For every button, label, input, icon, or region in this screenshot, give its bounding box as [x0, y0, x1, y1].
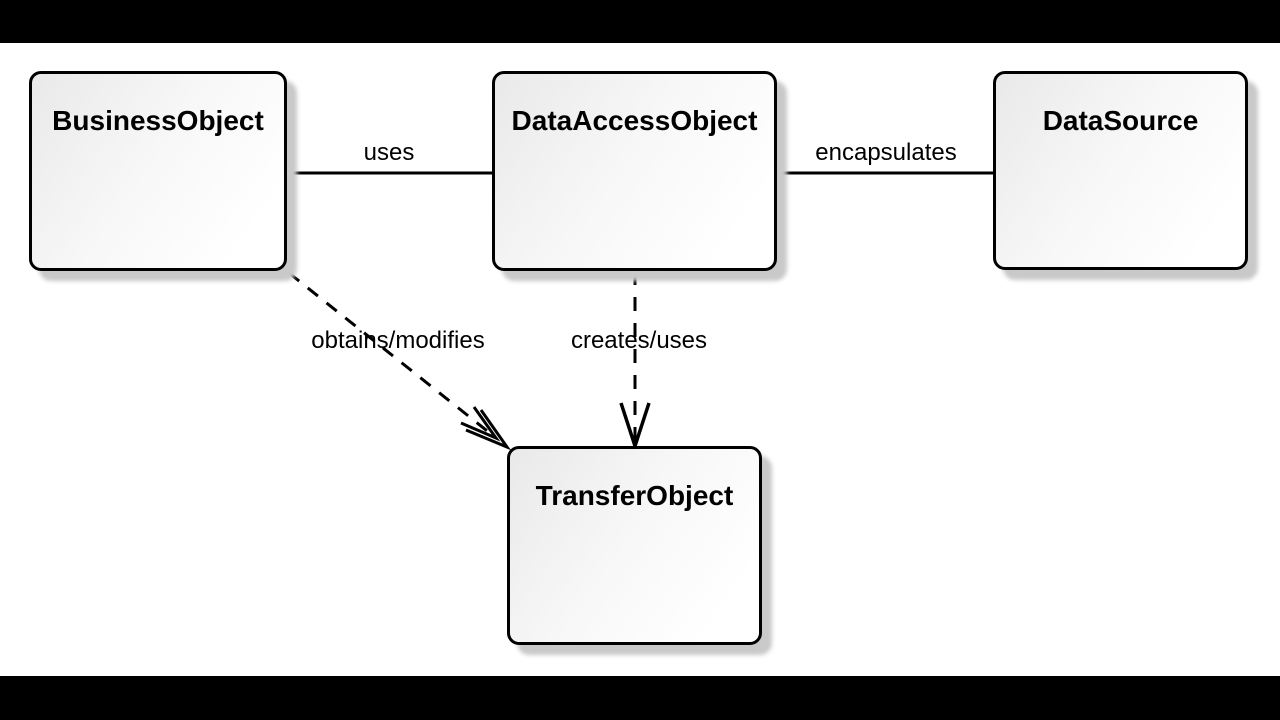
edge-label-obtains-modifies: obtains/modifies: [311, 327, 485, 354]
node-business-object-title: BusinessObject: [52, 105, 264, 136]
node-data-source-title: DataSource: [1042, 105, 1199, 136]
edge-label-uses: uses: [363, 139, 415, 166]
node-data-access-object: DataAccessObject: [492, 71, 777, 271]
edge-label-encapsulates: encapsulates: [815, 139, 957, 166]
edge-label-creates-uses: creates/uses: [570, 327, 708, 354]
node-transfer-object: TransferObject: [507, 446, 762, 645]
node-data-source: DataSource: [993, 71, 1248, 270]
letterbox-bottom: [0, 676, 1280, 720]
node-data-access-object-title: DataAccessObject: [511, 105, 758, 136]
node-transfer-object-title: TransferObject: [535, 480, 734, 511]
letterbox-top: [0, 0, 1280, 43]
node-business-object: BusinessObject: [29, 71, 287, 271]
